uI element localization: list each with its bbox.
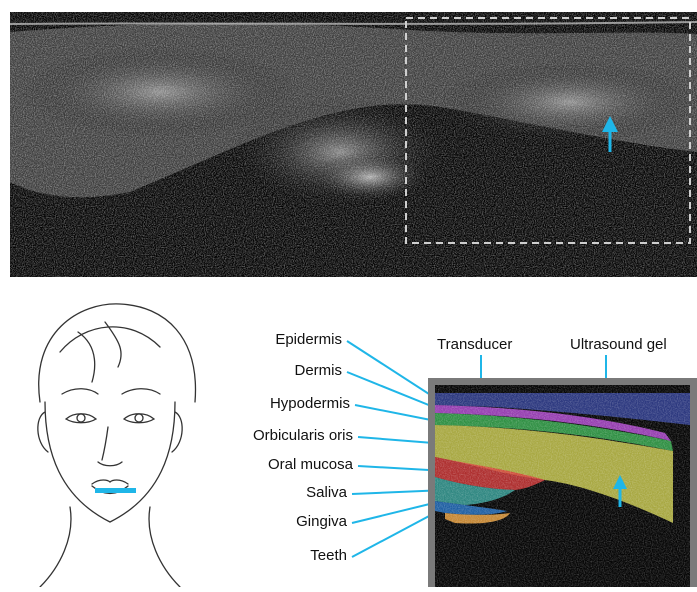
probe-position-marker (95, 488, 136, 493)
label-saliva: Saliva (306, 484, 347, 501)
label-gingiva: Gingiva (296, 513, 347, 530)
label-transducer: Transducer (437, 336, 512, 353)
label-ultrasound-gel: Ultrasound gel (570, 336, 667, 353)
label-dermis: Dermis (295, 362, 343, 379)
ultrasound-image-top (10, 12, 697, 277)
label-hypodermis: Hypodermis (270, 395, 350, 412)
label-oral-mucosa: Oral mucosa (268, 456, 353, 473)
segmented-ultrasound-frame (428, 378, 697, 587)
face-illustration (0, 292, 215, 587)
segmented-ultrasound-image (435, 385, 690, 587)
label-epidermis: Epidermis (275, 331, 342, 348)
label-teeth: Teeth (310, 547, 347, 564)
label-orbicularis-oris: Orbicularis oris (253, 427, 353, 444)
